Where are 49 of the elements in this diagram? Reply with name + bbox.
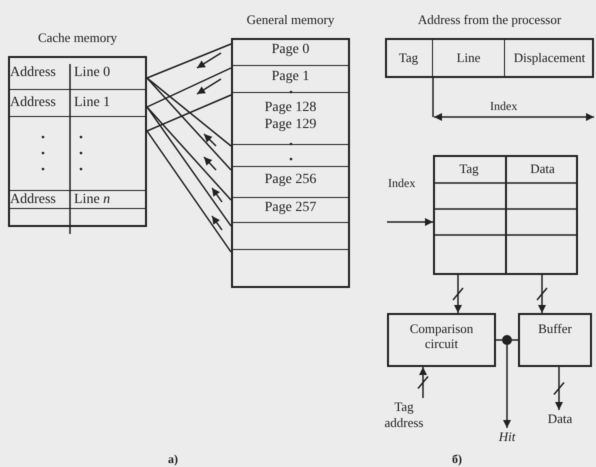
line-text: Line 0 [74, 65, 110, 80]
connector-line [146, 130, 232, 252]
column-header: Tag [458, 161, 480, 176]
field-label: Displacement [512, 50, 586, 64]
memory-heading: General memory [246, 12, 336, 27]
column-header: Data [529, 161, 556, 176]
page-label: Page 0 [270, 42, 310, 57]
field-label: Line [456, 50, 482, 64]
tag-data-table [433, 155, 578, 275]
page-label: Page 1 [270, 69, 310, 84]
arrow [419, 367, 427, 398]
junction-dot [502, 335, 512, 345]
page-label: Page 129 [264, 117, 318, 132]
index-label: Index [490, 99, 518, 113]
page-label: Page 257 [264, 200, 318, 215]
address-text: Address [10, 65, 57, 80]
arrow [538, 275, 546, 313]
signal-text: Tag address [384, 399, 424, 431]
line-text: Line n [74, 192, 110, 206]
line-text: Line 1 [74, 95, 110, 110]
page-label: Page 256 [264, 172, 318, 187]
connector-line [146, 106, 232, 200]
connector-line [512, 339, 518, 341]
connector-line [146, 43, 232, 79]
arrow [555, 367, 563, 410]
memory-heading: Cache memory [36, 30, 118, 45]
block-label: Buffer [537, 321, 573, 336]
panel-caption: а) [168, 452, 178, 466]
signal-text: Data [546, 411, 574, 427]
block-label: Comparison circuit [408, 321, 474, 351]
address-text: Address [10, 95, 57, 110]
connector-line [496, 339, 502, 341]
index-label: Index [388, 176, 416, 190]
connector-line [146, 67, 232, 108]
connector-line [146, 94, 232, 132]
logic-block [387, 313, 496, 367]
arrow [503, 345, 511, 428]
connector-line [146, 106, 232, 226]
address-text: Address [10, 192, 57, 206]
connector-line [146, 77, 232, 147]
arrow [454, 275, 462, 313]
arrow [387, 218, 433, 226]
page-label: Page 128 [264, 100, 318, 115]
signal-text: Hit [498, 429, 517, 445]
panel-caption: б) [452, 452, 462, 466]
connector-line [146, 78, 232, 170]
logic-block [518, 313, 592, 367]
field-label: Tag [398, 50, 420, 64]
memory-heading: Address from the processor [416, 12, 562, 27]
